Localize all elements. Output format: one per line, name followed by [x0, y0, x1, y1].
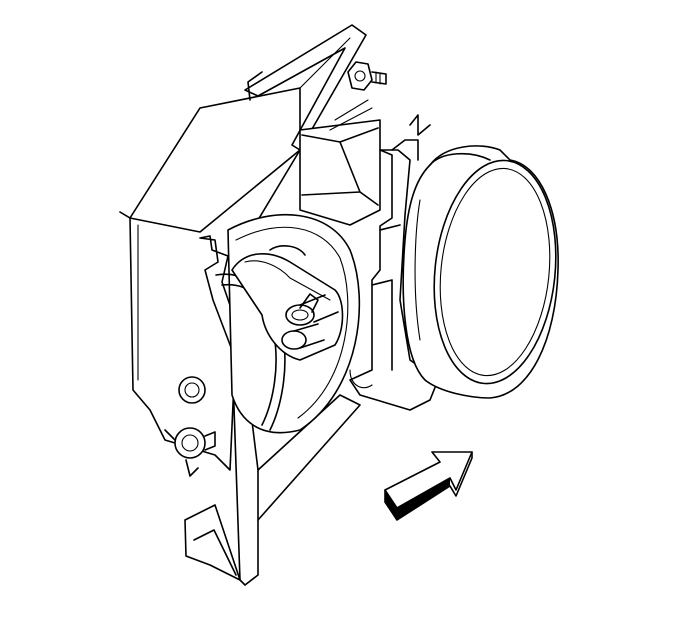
pivot-hole — [164, 427, 216, 477]
mounting-hole — [178, 376, 206, 404]
duct-outlet — [402, 145, 559, 399]
rotary-disc — [215, 213, 361, 434]
duct-frame — [349, 114, 439, 411]
direction-arrow-icon — [384, 451, 473, 521]
mounting-bracket — [184, 235, 361, 586]
valve-housing — [299, 99, 381, 226]
cylinder-head-lower — [281, 330, 307, 350]
mounting-nut — [347, 61, 387, 91]
upper-bracket — [244, 24, 367, 151]
